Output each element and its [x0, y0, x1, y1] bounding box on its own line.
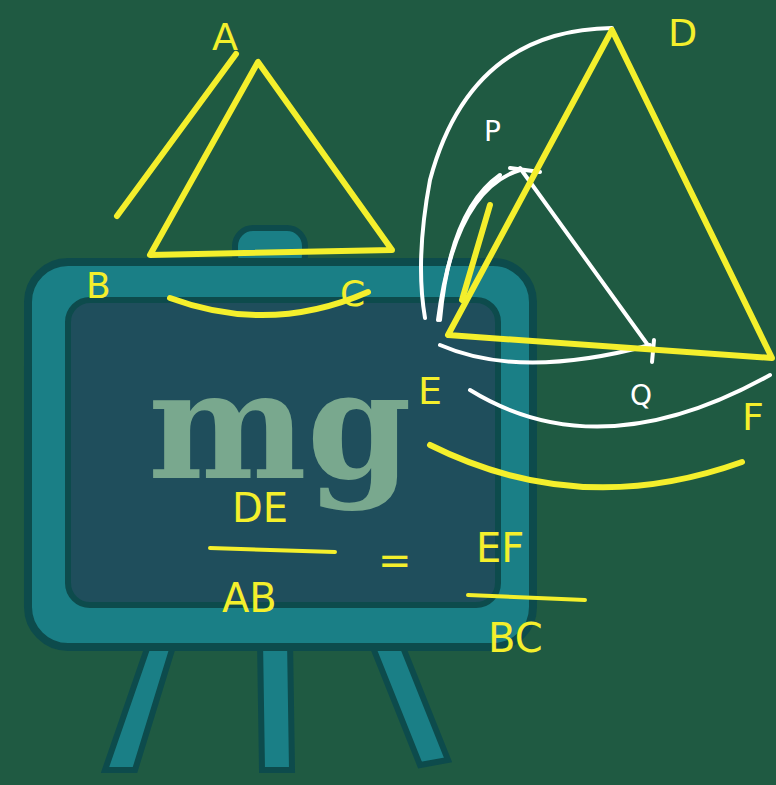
triangle-abc [117, 54, 392, 315]
vertex-label: E [418, 372, 442, 410]
formula-text: DE [232, 488, 288, 528]
compass-arcs [421, 28, 770, 427]
point-label: Q [630, 382, 652, 410]
watermark: mg [148, 350, 412, 500]
formula-text: BC [488, 618, 543, 658]
formula-text: = [378, 540, 412, 580]
easel-icon [28, 228, 533, 770]
vertex-label: A [212, 18, 238, 56]
vertex-label: B [86, 268, 111, 304]
formula-text: AB [222, 578, 277, 618]
formula-text: EF [476, 528, 524, 568]
vertex-label: D [668, 14, 697, 52]
triangle-def [430, 30, 772, 487]
vertex-label: F [742, 398, 764, 436]
point-label: P [484, 118, 501, 146]
vertex-label: C [340, 276, 365, 312]
